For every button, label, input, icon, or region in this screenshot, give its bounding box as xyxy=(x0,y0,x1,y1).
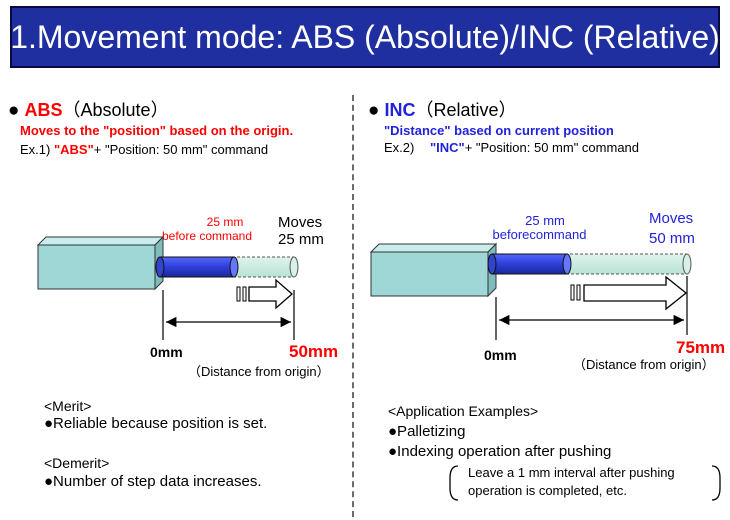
abs-target-label: 50mm xyxy=(289,342,339,361)
merit-heading: <Merit> xyxy=(44,398,92,414)
inc-diagram xyxy=(369,242,692,340)
application-note-line-1: Leave a 1 mm interval after pushing xyxy=(468,465,675,480)
cylinder-body-icon xyxy=(36,235,165,291)
abs-moves-label-2: 25 mm xyxy=(278,231,324,248)
inc-example-rest: + "Position: 50 mm" command xyxy=(464,140,640,155)
bullet-dot-icon: ● xyxy=(8,100,20,121)
inc-pre-move-label-2: beforecommand xyxy=(492,227,587,242)
inc-example: Ex.2) "INC"+ "Position: 50 mm" command xyxy=(384,140,639,155)
inc-subtitle: "Distance" based on current position xyxy=(384,123,614,138)
abs-example-rest: + "Position: 50 mm" command xyxy=(93,142,269,157)
page-title: 1.Movement mode: ABS (Absolute)/INC (Rel… xyxy=(10,19,720,55)
abs-origin-label: 0mm xyxy=(150,344,183,360)
inc-origin-label: 0mm xyxy=(484,347,517,363)
abs-moves-label-1: Moves xyxy=(278,214,323,231)
inc-moves-label-2: 50 mm xyxy=(649,230,695,247)
inc-target-label: 75mm xyxy=(676,338,726,357)
abs-example-prefix: Ex.1) xyxy=(20,142,51,157)
application-item: ●Palletizing xyxy=(388,423,466,440)
title-banner: 1.Movement mode: ABS (Absolute)/INC (Rel… xyxy=(10,6,720,68)
note-bracket-icon xyxy=(449,465,721,501)
bullet-dot-icon: ● xyxy=(368,100,380,121)
abs-pre-move-label-2: before command xyxy=(161,229,253,243)
inc-moves-label-1: Moves xyxy=(649,210,694,227)
applications-heading: <Application Examples> xyxy=(388,403,539,419)
abs-example: Ex.1) "ABS"+ "Position: 50 mm" command xyxy=(20,142,268,157)
abs-heading: ● ABS（Absolute） xyxy=(8,96,169,122)
inc-example-key: "INC" xyxy=(429,140,465,155)
inc-pre-move-label-1: 25 mm xyxy=(525,213,565,228)
application-note-line-2: operation is completed, etc. xyxy=(468,483,627,498)
demerit-item: ●Number of step data increases. xyxy=(44,473,262,490)
center-divider xyxy=(352,95,354,517)
cylinder-body-icon xyxy=(369,242,498,298)
inc-distance-note: （Distance from origin） xyxy=(573,357,715,372)
dimension-arrow-icon xyxy=(162,290,295,340)
extension-ghost-icon xyxy=(564,253,692,275)
inc-heading: ● INC（Relative） xyxy=(368,96,517,122)
inc-example-prefix: Ex.2) xyxy=(384,140,415,155)
application-item: ●Indexing operation after pushing xyxy=(388,443,612,460)
rod-icon xyxy=(487,253,572,275)
motion-arrow-icon xyxy=(236,278,293,310)
inc-mode-label: INC xyxy=(384,100,416,120)
abs-mode-label: ABS xyxy=(24,100,63,120)
demerit-heading: <Demerit> xyxy=(44,455,110,471)
abs-subtitle: Moves to the "position" based on the ori… xyxy=(20,123,294,138)
dimension-arrow-icon xyxy=(495,276,688,340)
inc-mode-paren: （Relative） xyxy=(415,100,517,120)
abs-diagram xyxy=(36,235,299,340)
abs-example-key: "ABS" xyxy=(53,142,94,157)
rod-icon xyxy=(155,256,239,278)
extension-ghost-icon xyxy=(231,256,299,278)
abs-pre-move-label-1: 25 mm xyxy=(206,215,244,229)
motion-arrow-icon xyxy=(570,275,688,311)
abs-distance-note: （Distance from origin） xyxy=(188,364,330,379)
abs-mode-paren: （Absolute） xyxy=(62,100,169,120)
merit-item: ●Reliable because position is set. xyxy=(44,415,268,432)
